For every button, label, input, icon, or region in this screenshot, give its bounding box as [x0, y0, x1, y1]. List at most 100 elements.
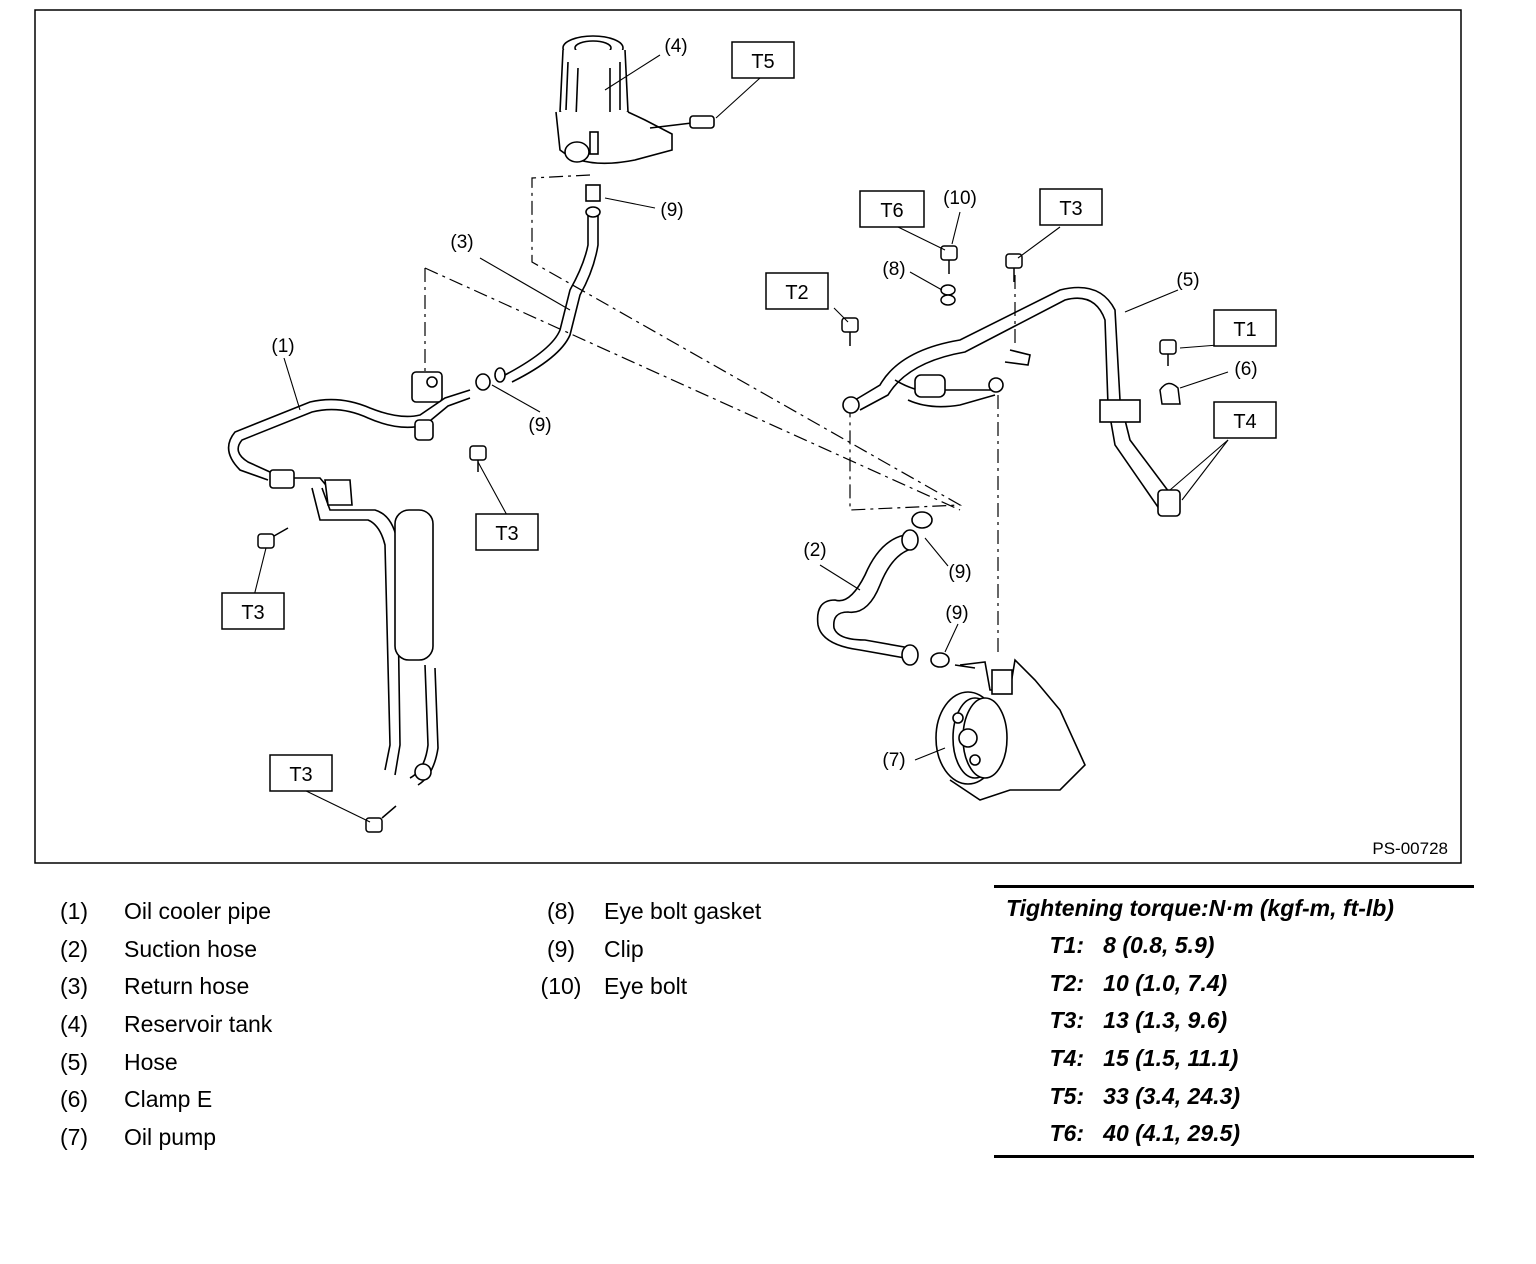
leader-lines: [253, 54, 1229, 823]
legend-item: (2) Suction hose: [42, 931, 272, 969]
callout-1: (1): [271, 336, 294, 357]
callout-9: (9): [945, 603, 968, 624]
callout-6: (6): [1234, 359, 1257, 380]
torque-table: Tightening torque:N·m (kgf-m, ft-lb) T1:…: [994, 885, 1474, 1158]
legend-name: Clip: [604, 935, 644, 962]
legend-name: Suction hose: [124, 935, 257, 962]
torque-key: T1:: [1049, 932, 1085, 959]
torque-title: Tightening torque:N·m (kgf-m, ft-lb): [1006, 895, 1394, 921]
torque-row: T4: 15 (1.5, 11.1): [994, 1040, 1474, 1078]
reservoir-tank-drawing: [555, 35, 715, 165]
legend-item: (5) Hose: [42, 1043, 272, 1081]
callout-10: (10): [943, 188, 977, 209]
legend-item: (1)Oil cooler pipe: [42, 893, 272, 931]
hose-assembly-drawing: [842, 286, 1181, 517]
torque-row: T2: 10 (1.0, 7.4): [994, 965, 1474, 1003]
legend-name: Oil pump: [124, 1123, 217, 1150]
torque-tag-box: [221, 592, 285, 630]
bolt-icon: [257, 527, 289, 549]
legend-left: (1)Oil cooler pipe (2) Suction hose (3) Re…: [42, 893, 272, 1156]
bolt-icon: [469, 445, 487, 472]
callout-9: (9): [528, 415, 551, 436]
torque-tag-label: T2: [785, 282, 808, 304]
suction-hose-drawing: [816, 511, 933, 666]
torque-tag-box: [1039, 188, 1103, 226]
bolt-icon: [1005, 253, 1023, 282]
torque-tag-box: [269, 754, 333, 792]
legend-item: (9) Clip: [528, 931, 761, 969]
torque-row: T6: 40 (4.1, 29.5): [994, 1115, 1474, 1153]
legend-number: (9): [546, 935, 576, 962]
legend-number: (7): [59, 1123, 89, 1150]
legend-name: Hose: [124, 1048, 178, 1075]
torque-tag-box: [475, 513, 539, 551]
part-callouts: (4) (9) (3) (1) (9) (10) (8) (5) (6) (2)…: [271, 36, 1257, 771]
torque-tag-box: [1213, 401, 1277, 439]
power-steering-diagram: T5 T6 T3 T2 T1 T4 T3 T3 T3 (4) (9) (3) (…: [34, 9, 1462, 864]
torque-row: T5: 33 (3.4, 24.3): [994, 1077, 1474, 1115]
torque-value: 8 (0.8, 5.9): [1103, 932, 1215, 959]
legend-item: (3) Return hose: [42, 968, 272, 1006]
oil-pump-drawing: [930, 652, 1086, 801]
torque-tag-box: [1213, 309, 1277, 347]
bolt-icon: [940, 245, 958, 274]
torque-tag-label: T3: [241, 602, 264, 624]
oil-cooler-pipe-drawing: [227, 371, 471, 786]
legend-number: (5): [59, 1048, 89, 1075]
legend-item: (10) Eye bolt: [528, 968, 761, 1006]
callout-5: (5): [1176, 270, 1199, 291]
callout-9: (9): [660, 200, 683, 221]
figure-id: PS-00728: [1372, 839, 1448, 858]
torque-key: T3:: [1049, 1007, 1085, 1034]
legend-item: (6) Clamp E: [42, 1081, 272, 1119]
callout-8: (8): [882, 259, 905, 280]
clamp-icon: [1159, 382, 1181, 405]
alignment-lines: [424, 174, 1016, 655]
torque-tag-label: T3: [289, 764, 312, 786]
torque-key: T2:: [1049, 969, 1085, 996]
torque-value: 10 (1.0, 7.4): [1103, 969, 1228, 996]
torque-key: T6:: [1049, 1120, 1085, 1147]
bolt-icon: [365, 805, 397, 833]
callout-4: (4): [664, 36, 687, 57]
legend-name: Reservoir tank: [124, 1011, 273, 1038]
legend-name: Eye bolt: [604, 973, 688, 1000]
torque-tag-box: [859, 190, 925, 228]
legend-number: (10): [540, 973, 582, 1000]
torque-tag-label: T5: [751, 51, 774, 73]
legend-name: Clamp E: [124, 1086, 213, 1113]
torque-tag-label: T3: [1059, 198, 1082, 220]
legend-name: Eye bolt gasket: [604, 898, 762, 925]
legend-name: Oil cooler pipe: [124, 898, 272, 925]
torque-row: T3: 13 (1.3, 9.6): [994, 1002, 1474, 1040]
torque-row: T1: 8 (0.8, 5.9): [994, 927, 1474, 965]
torque-tag-label: T4: [1233, 411, 1256, 433]
gasket-icon: [940, 284, 956, 306]
torque-value: 13 (1.3, 9.6): [1103, 1007, 1228, 1034]
torque-tag-box: [765, 272, 829, 310]
legend-number: (3): [59, 973, 89, 1000]
callout-7: (7): [882, 750, 905, 771]
return-hose-drawing: [475, 184, 601, 391]
bolt-icon: [841, 317, 859, 346]
torque-tag-label: T1: [1233, 319, 1256, 341]
torque-tag-label: T6: [880, 200, 903, 222]
legend-name: Return hose: [124, 973, 250, 1000]
torque-tag-box: [731, 41, 795, 79]
legend-item: (7) Oil pump: [42, 1119, 272, 1157]
diagram-frame: [34, 9, 1462, 864]
legend-right: (8) Eye bolt gasket (9) Clip (10) Eye bolt: [528, 893, 762, 1006]
legend-number: (8): [546, 898, 576, 925]
bolt-icon: [1159, 339, 1177, 366]
legend-item: (8) Eye bolt gasket: [528, 893, 761, 931]
callout-9: (9): [948, 562, 971, 583]
torque-value: 15 (1.5, 11.1): [1103, 1045, 1239, 1072]
legend-number: (6): [59, 1086, 89, 1113]
legend-item: (4) Reservoir tank: [42, 1006, 272, 1044]
legend-number: (4): [59, 1011, 89, 1038]
torque-value: 33 (3.4, 24.3): [1103, 1082, 1240, 1109]
torque-key: T4:: [1049, 1045, 1085, 1072]
legend-number: (2): [59, 935, 89, 962]
callout-3: (3): [450, 232, 473, 253]
torque-tag-labels: T5 T6 T3 T2 T1 T4 T3 T3 T3: [241, 51, 1256, 786]
